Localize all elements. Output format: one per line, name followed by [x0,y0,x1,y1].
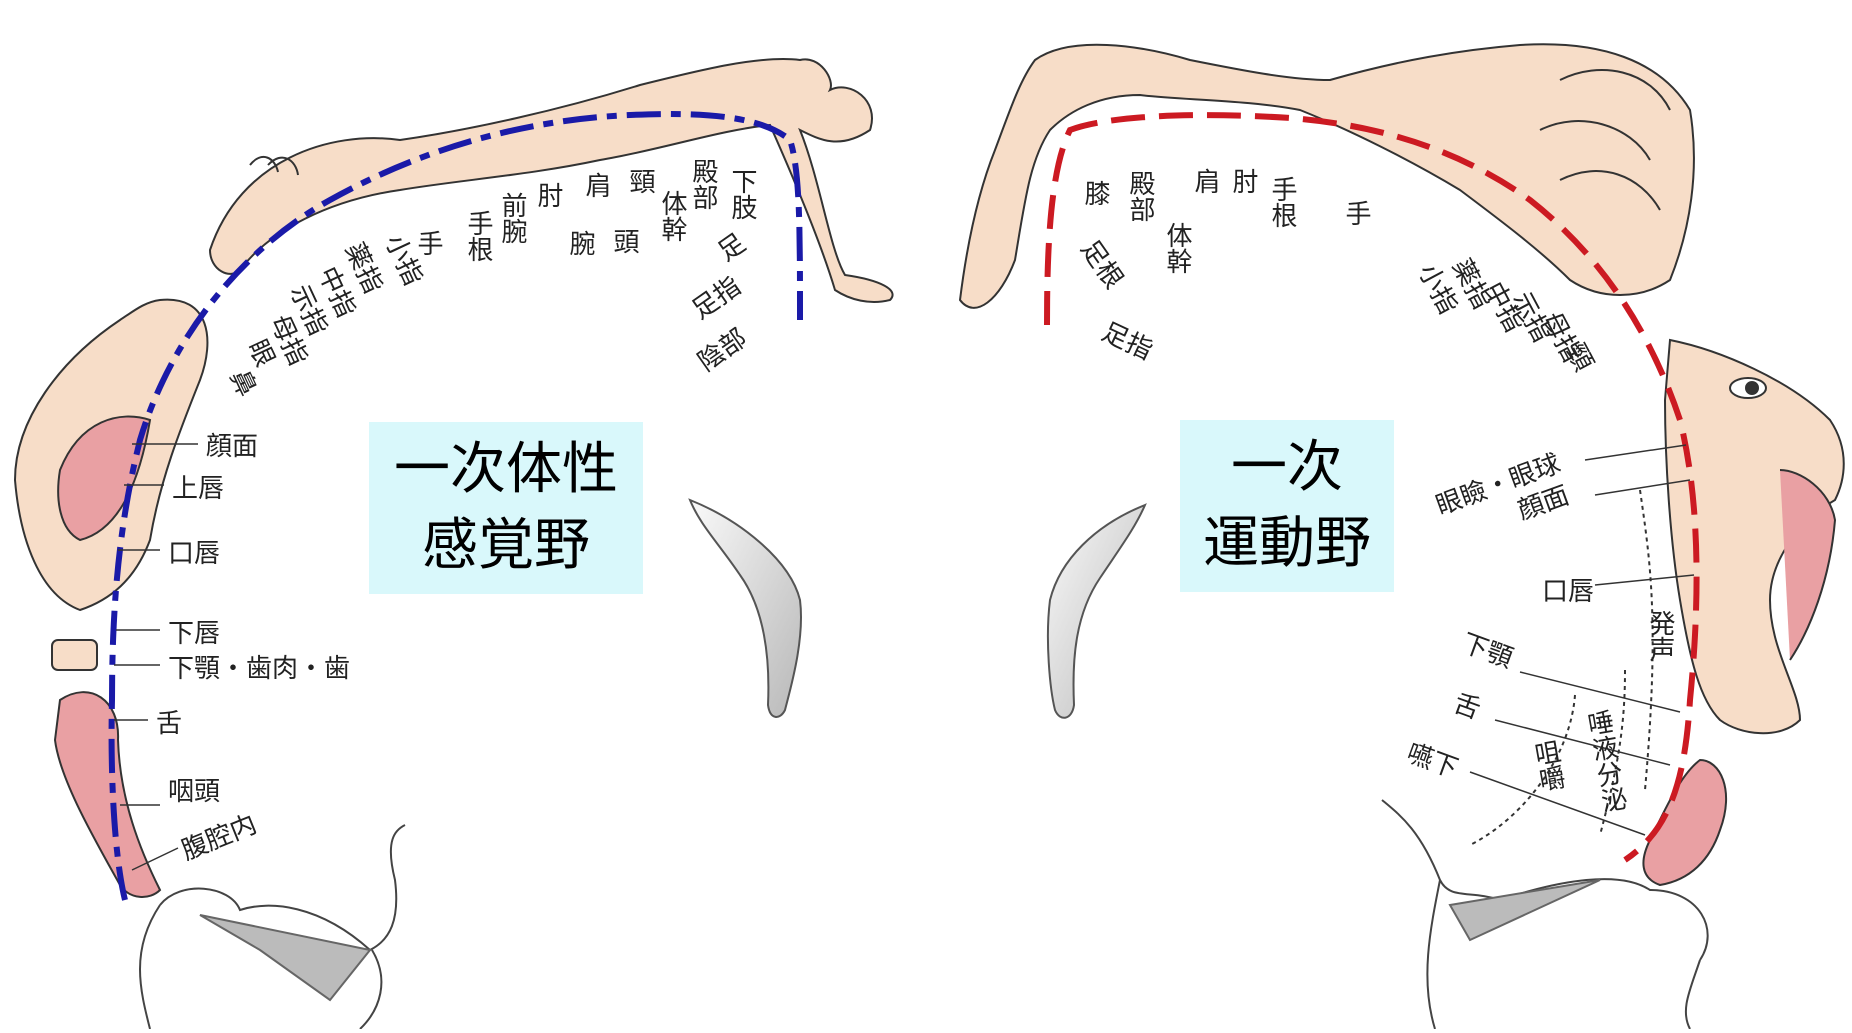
motor-label-ankle: 足根 [1074,235,1128,295]
motor-cortex-title: 一次 運動野 [1180,420,1394,592]
sensory-label-face: 顔面 [206,432,258,462]
motor-label-elbow: 肘 [1228,168,1258,194]
sensory-label-pharynx: 咽頭 [168,777,220,807]
motor-label-wrist: 手根 [1267,176,1297,228]
motor-title-line1: 一次 [1180,430,1394,506]
motor-tongue-figure [1643,760,1726,885]
motor-label-tongue: 舌 [1450,688,1485,725]
motor-label-knee: 膝 [1080,180,1110,206]
sensory-label-genitals: 陰部 [693,323,753,377]
motor-label-hip: 殿部 [1125,170,1155,222]
sensory-label-trunk: 体幹 [657,190,687,242]
motor-label-swallow: 嚥下 [1403,738,1462,784]
sensory-label-lower-lip: 下唇 [168,619,220,649]
motor-func-salivation: 唾液分泌 [1581,707,1629,815]
sensory-label-arm: 腕 [565,230,595,256]
sensory-label-lips: 口唇 [168,539,220,569]
motor-label-hand: 手 [1341,200,1371,226]
sensory-label-upper-lip: 上唇 [172,474,224,504]
motor-body-figure [960,44,1694,308]
ventricle-left [690,500,801,717]
sensory-tongue-figure [55,692,160,897]
motor-label-shoulder: 肩 [1190,168,1220,194]
motor-title-line2: 運動野 [1180,506,1394,582]
sensory-label-abdominal: 腹腔内 [177,809,261,866]
sensory-label-jaw: 下顎・歯肉・歯 [168,654,350,684]
sensory-label-toes: 足指 [687,271,747,325]
sensory-label-leg: 下肢 [727,168,757,220]
sensory-body-figure [210,59,893,302]
sensory-title-line1: 一次体性 [369,432,643,508]
sensory-label-foot: 足 [713,228,752,267]
motor-func-vocalization: 発声 [1645,610,1675,662]
sensory-label-neck: 頸 [625,168,655,194]
sensory-label-tongue: 舌 [156,709,182,739]
motor-label-jaw: 下顎 [1458,628,1517,674]
sensory-label-hip: 殿部 [688,158,718,210]
motor-label-trunk: 体幹 [1162,222,1192,274]
brain-outline-left [140,825,405,1029]
sensory-label-elbow: 肘 [533,182,563,208]
sensory-label-hand: 手 [413,230,443,256]
sensory-label-nose: 鼻 [224,365,262,401]
sensory-label-head: 頭 [609,228,639,254]
sensory-label-shoulder: 肩 [581,172,611,198]
sensory-label-forearm: 前腕 [497,192,527,244]
sensory-cortex-title: 一次体性 感覚野 [369,422,643,594]
ventricle-right [1048,505,1145,718]
sensory-label-wrist: 手根 [463,210,493,262]
motor-label-lips: 口唇 [1542,577,1594,607]
motor-func-chewing: 咀嚼 [1528,737,1567,793]
motor-label-toes: 足指 [1097,317,1157,366]
motor-homunculus [960,44,1844,885]
sensory-title-line2: 感覚野 [369,508,643,584]
